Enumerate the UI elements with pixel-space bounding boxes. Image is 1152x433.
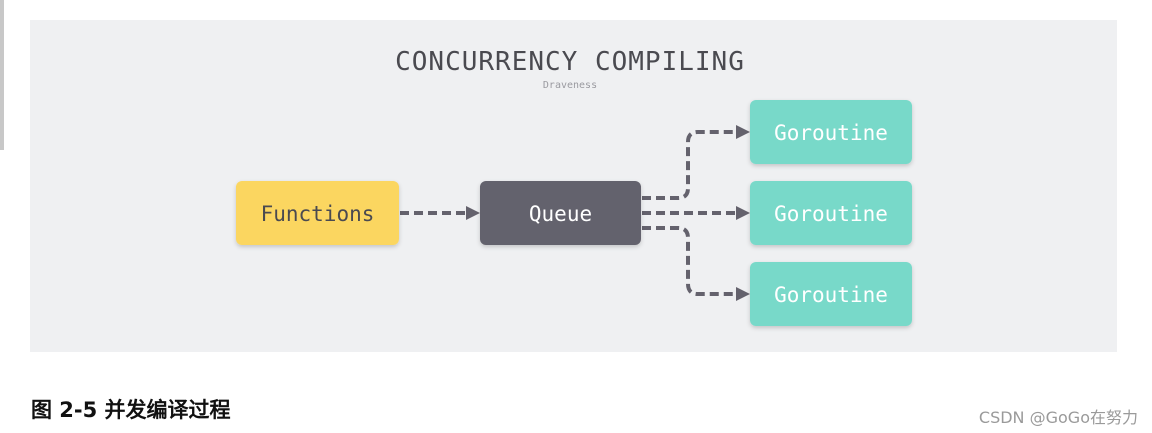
arrow-queue-to-goroutine-3	[642, 226, 738, 296]
queue-label: Queue	[529, 202, 592, 226]
arrowhead-goroutine-3	[736, 287, 750, 301]
goroutine-node-1: Goroutine	[750, 100, 912, 164]
goroutine-label-2: Goroutine	[774, 202, 888, 226]
goroutine-label-3: Goroutine	[774, 283, 888, 307]
functions-label: Functions	[261, 202, 375, 226]
diagram-subtitle: Draveness	[543, 80, 597, 91]
diagram-title: CONCURRENCY COMPILING	[395, 47, 745, 77]
goroutine-node-3: Goroutine	[750, 262, 912, 326]
arrow-queue-to-goroutine-1	[642, 130, 738, 200]
csdn-watermark: CSDN @GoGo在努力	[978, 408, 1138, 427]
arrowhead-queue	[466, 206, 480, 220]
goroutine-label-1: Goroutine	[774, 121, 888, 145]
concurrency-diagram: CONCURRENCY COMPILING Draveness Function…	[236, 47, 912, 326]
arrowhead-goroutine-1	[736, 125, 750, 139]
functions-node: Functions	[236, 181, 399, 245]
scroll-edge-marker	[0, 0, 4, 150]
queue-node: Queue	[480, 181, 641, 245]
goroutine-node-2: Goroutine	[750, 181, 912, 245]
diagram-panel: CONCURRENCY COMPILING Draveness Function…	[30, 20, 1117, 352]
arrowhead-goroutine-2	[736, 206, 750, 220]
figure-caption: 图 2-5 并发编译过程	[31, 398, 231, 422]
